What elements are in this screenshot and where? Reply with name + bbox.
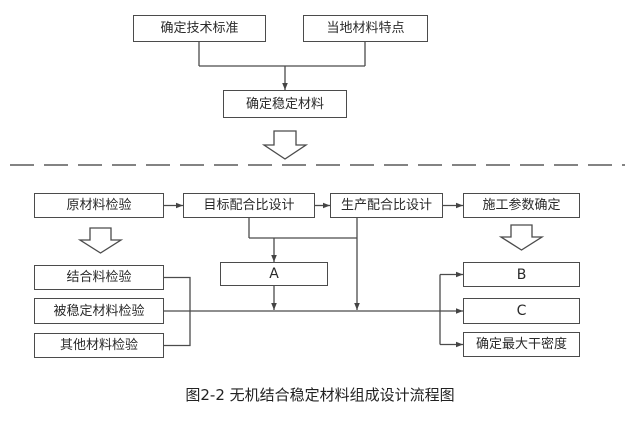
box-stabilized-material-test: 被稳定材料检验 [34, 298, 164, 324]
box-construction-params: 施工参数确定 [463, 193, 580, 218]
box-stabilized-material: 确定稳定材料 [223, 90, 347, 118]
box-tech-standard: 确定技术标准 [133, 15, 266, 42]
block-arrow-down-icon [77, 227, 124, 254]
box-a: A [220, 262, 328, 286]
box-c: C [463, 298, 580, 324]
block-arrow-down-icon [261, 130, 309, 160]
box-local-material: 当地材料特点 [303, 15, 428, 42]
figure-caption: 图2-2 无机结合稳定材料组成设计流程图 [185, 386, 455, 404]
box-b: B [463, 262, 580, 287]
box-production-mix-design: 生产配合比设计 [330, 193, 443, 218]
box-target-mix-design: 目标配合比设计 [183, 193, 315, 218]
box-raw-material-test: 原材料检验 [34, 193, 164, 218]
block-arrow-down-icon [498, 224, 545, 251]
box-max-dry-density: 确定最大干密度 [463, 332, 580, 357]
box-other-material-test: 其他材料检验 [34, 333, 164, 358]
box-binder-test: 结合料检验 [34, 265, 164, 290]
